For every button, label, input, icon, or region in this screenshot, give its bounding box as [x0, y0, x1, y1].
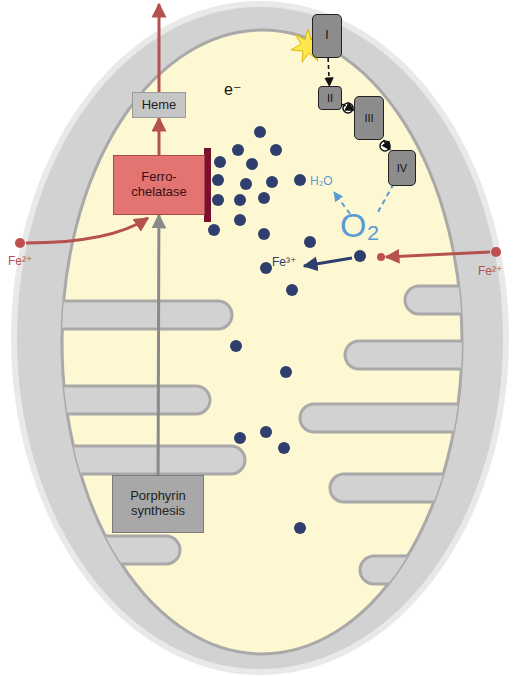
- connector-arrow: [328, 58, 329, 86]
- heme-export-arrow: [158, 4, 161, 92]
- carrier-circle: [343, 103, 353, 113]
- enzyme-box: Ferro- chelatase: [113, 155, 205, 215]
- node-text: Ferro- chelatase: [118, 170, 200, 200]
- node-text: Heme: [142, 98, 177, 113]
- excitation-star: [291, 29, 326, 62]
- connector-arrow: [158, 118, 161, 155]
- connector-arrow: [342, 104, 354, 110]
- ion-label: Fe³⁺: [272, 255, 296, 269]
- ion-label: Fe²⁺: [8, 254, 32, 268]
- node-text: III: [364, 112, 373, 125]
- node-text: II: [327, 92, 333, 105]
- membrane-bar: [204, 148, 211, 222]
- node-text: Porphyrin synthesis: [117, 489, 199, 519]
- iron-dots: [208, 126, 366, 534]
- electron-label: e⁻: [224, 80, 241, 99]
- node-text: IV: [397, 162, 407, 175]
- cristae: [40, 286, 490, 584]
- iron-import-arrow: [386, 252, 490, 257]
- process-box: Porphyrin synthesis: [112, 475, 204, 533]
- node-text: I: [325, 29, 328, 43]
- connector-arrow: [384, 140, 391, 150]
- connector-arrow: [157, 215, 161, 475]
- oxidation-arrow: [304, 258, 352, 266]
- outer-membrane: [14, 4, 506, 672]
- complex-box: I: [312, 14, 342, 58]
- complex-box: III: [354, 96, 384, 140]
- ion-label: Fe²⁺: [478, 264, 502, 278]
- iron-ion: [491, 247, 501, 257]
- complex-box: IV: [388, 150, 416, 186]
- iron-import-arrow: [26, 218, 148, 243]
- oxygen-label: O₂: [340, 206, 380, 245]
- product-box: Heme: [132, 92, 186, 118]
- iron-ion: [377, 253, 385, 261]
- iron-ion: [15, 238, 25, 248]
- molecule-label: H₂O: [310, 174, 333, 188]
- carrier-circle: [380, 141, 390, 151]
- complex-box: II: [318, 86, 342, 110]
